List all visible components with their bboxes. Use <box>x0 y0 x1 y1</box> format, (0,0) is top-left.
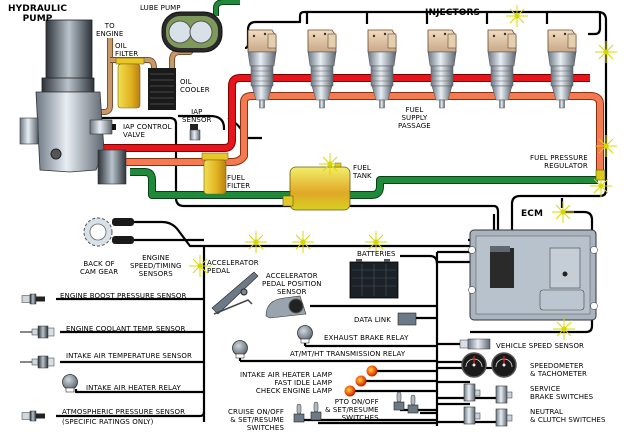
label-accelerator-pedal-position-sensor: ACCELERATOR PEDAL POSITION SENSOR <box>262 272 322 296</box>
label-neutral-clutch-switches: NEUTRAL & CLUTCH SWITCHES <box>530 408 606 424</box>
label-iap-control-valve: IAP CONTROL VALVE <box>123 123 172 139</box>
batteries <box>349 259 399 299</box>
engine-boost-pressure-sensor-icon <box>21 293 46 305</box>
label-fuel-filter: FUEL FILTER <box>227 174 251 190</box>
fast-idle-lamp <box>355 375 367 387</box>
label-specific-ratings-only: (SPECIFIC RATINGS ONLY) <box>62 418 154 426</box>
label-accelerator-pedal: ACCELERATOR PEDAL <box>207 259 259 275</box>
engine-speed-timing-sensors <box>112 218 134 244</box>
label-fuel-pressure-regulator: FUEL PRESSURE REGULATOR <box>530 154 588 170</box>
cruise-switch-onoff <box>293 403 305 423</box>
oil-cooler <box>148 68 176 110</box>
pto-switch-set-resume <box>407 394 419 414</box>
fuel-tank <box>282 162 351 211</box>
label-transmission-relay: AT/MT/HT TRANSMISSION RELAY <box>290 350 406 358</box>
transmission-relay-icon <box>232 340 248 359</box>
intake-air-temperature-sensor-icon <box>19 355 55 369</box>
label-atmospheric-pressure-sensor: ATMOSPHERIC PRESSURE SENSOR <box>62 408 186 416</box>
spark-icon <box>291 230 315 254</box>
accelerator-pedal <box>211 271 259 315</box>
spark-icon <box>505 4 529 28</box>
clutch-switch <box>495 408 513 427</box>
label-cruise-switches: CRUISE ON/OFF & SET/RESUME SWITCHES <box>228 408 284 432</box>
high-pressure-oil-line <box>100 74 590 152</box>
fuel-return-line <box>130 168 598 199</box>
label-service-brake-switches: SERVICE BRAKE SWITCHES <box>530 385 594 401</box>
label-oil-cooler: OIL COOLER <box>180 78 210 94</box>
spark-icon <box>594 40 618 64</box>
pto-switch-onoff <box>393 391 405 411</box>
fuel-supply-line <box>100 92 604 172</box>
label-injectors: INJECTORS <box>425 8 481 18</box>
label-lube-pump: LUBE PUMP <box>140 4 181 12</box>
label-iap-sensor: IAP SENSOR <box>182 108 212 124</box>
label-lamps: INTAKE AIR HEATER LAMP FAST IDLE LAMP CH… <box>240 371 333 395</box>
label-intake-air-temperature-sensor: INTAKE AIR TEMPERATURE SENSOR <box>66 352 192 360</box>
label-back-of-cam-gear: BACK OF CAM GEAR <box>80 260 119 276</box>
label-engine-coolant-temp-sensor: ENGINE COOLANT TEMP. SENSOR <box>66 325 186 333</box>
spark-icon <box>552 317 576 341</box>
ecm <box>468 229 598 321</box>
speedometer-icon <box>461 352 487 378</box>
label-fuel-supply-passage: FUEL SUPPLY PASSAGE <box>398 106 431 130</box>
label-data-link: DATA LINK <box>354 316 391 324</box>
cruise-switch-set-resume <box>310 401 322 421</box>
label-fuel-tank: FUEL TANK <box>353 164 372 180</box>
accelerator-pedal-position-sensor <box>265 295 307 319</box>
check-engine-lamp <box>344 385 356 397</box>
oil-filter <box>115 57 145 109</box>
iap-sensor <box>189 124 201 141</box>
lube-pump <box>161 11 223 53</box>
label-hydraulic-pump: HYDRAULIC PUMP <box>8 4 68 24</box>
spark-icon <box>551 200 575 224</box>
label-engine-boost-pressure-sensor: ENGINE BOOST PRESSURE SENSOR <box>60 292 187 300</box>
oil-lines <box>100 0 240 115</box>
data-link-connector <box>397 312 417 326</box>
label-ecm: ECM <box>521 209 544 219</box>
tachometer-icon <box>491 352 517 378</box>
fuel-filter <box>201 152 229 195</box>
hydraulic-pump <box>19 19 127 185</box>
label-to-engine: TO ENGINE <box>96 22 124 38</box>
label-pto-switches: PTO ON/OFF & SET/RESUME SWITCHES <box>325 398 379 422</box>
label-speedometer-tachometer: SPEEDOMETER & TACHOMETER <box>530 362 587 378</box>
label-intake-air-heater-relay: INTAKE AIR HEATER RELAY <box>86 384 181 392</box>
spark-icon <box>244 230 268 254</box>
label-batteries: BATTERIES <box>357 250 396 258</box>
atmospheric-pressure-sensor-icon <box>21 410 46 422</box>
service-brake-switch-2 <box>495 385 513 404</box>
label-engine-speed-timing-sensors: ENGINE SPEED/TIMING SENSORS <box>130 254 182 278</box>
vehicle-speed-sensor <box>459 338 491 350</box>
label-exhaust-brake-relay: EXHAUST BRAKE RELAY <box>324 334 409 342</box>
exhaust-brake-relay-icon <box>297 325 313 344</box>
cam-gear <box>83 217 113 247</box>
label-oil-filter: OIL FILTER <box>115 42 139 58</box>
engine-coolant-temp-sensor-icon <box>19 325 55 339</box>
intake-air-heater-lamp <box>366 365 378 377</box>
label-vehicle-speed-sensor: VEHICLE SPEED SENSOR <box>496 342 585 350</box>
